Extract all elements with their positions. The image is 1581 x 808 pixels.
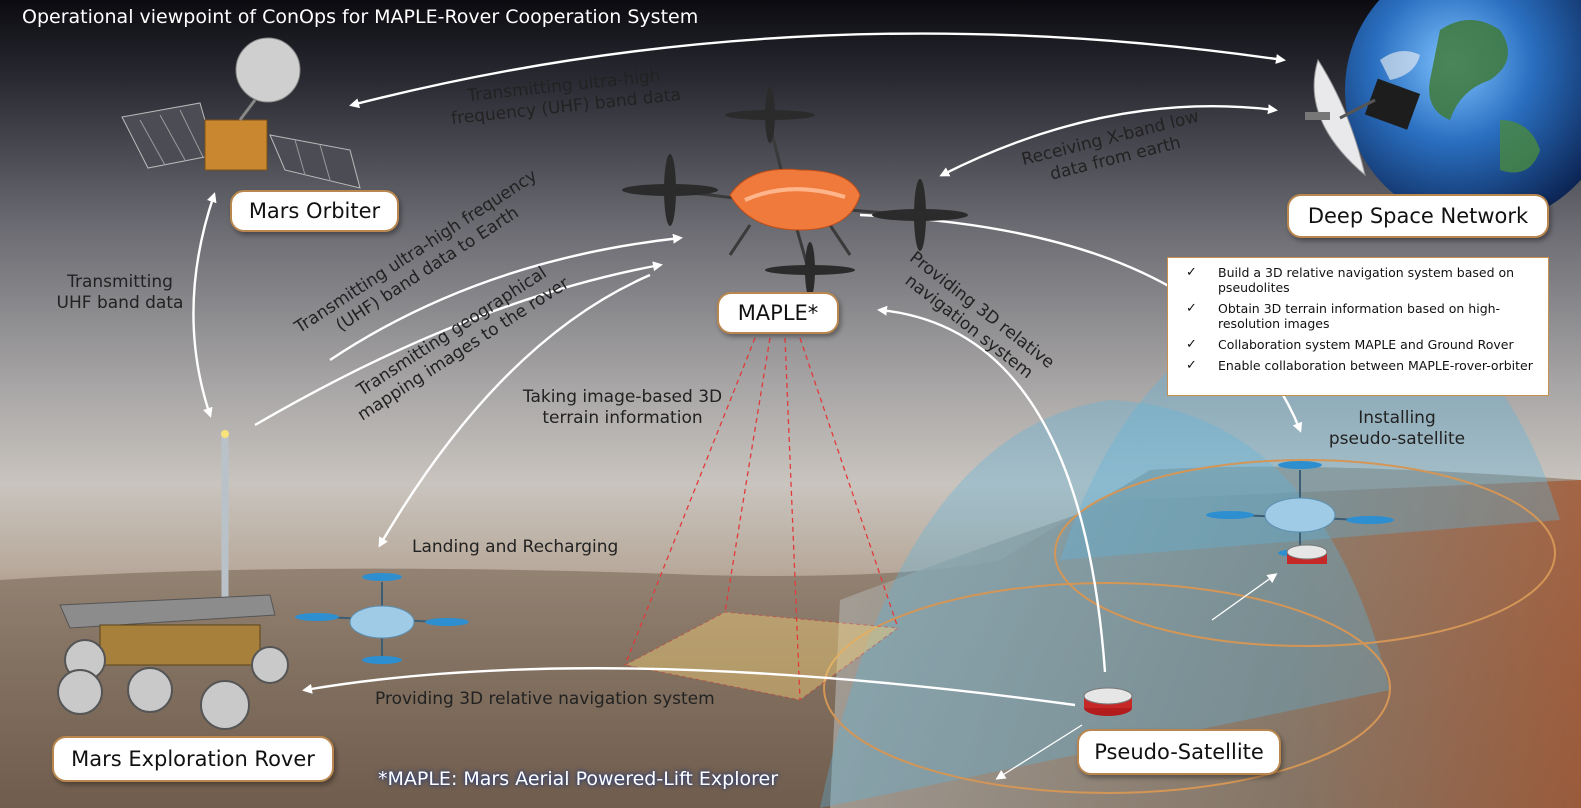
satellite-icon xyxy=(121,37,361,189)
label-taking-image: Taking image-based 3D terrain informatio… xyxy=(505,387,740,429)
checklist-item: ✓ Obtain 3D terrain information based on … xyxy=(1186,301,1538,331)
mars-orbiter-box: Mars Orbiter xyxy=(230,190,399,232)
label-line: pseudo-satellite xyxy=(1328,429,1466,449)
label-line: Installing xyxy=(1358,408,1436,428)
footnote: *MAPLE: Mars Aerial Powered-Lift Explore… xyxy=(378,768,779,790)
range-ellipse-left xyxy=(823,582,1391,794)
checklist-text: Build a 3D relative navigation system ba… xyxy=(1218,265,1515,295)
check-icon: ✓ xyxy=(1186,337,1197,352)
dish-antenna-icon xyxy=(1305,58,1421,177)
installing-drone-icon xyxy=(1206,461,1394,557)
label-line: Taking image-based 3D xyxy=(522,387,723,407)
coverage-dome-left xyxy=(820,400,1390,808)
checklist-text: Obtain 3D terrain information based on h… xyxy=(1218,301,1501,331)
checklist-item: ✓ Enable collaboration between MAPLE-rove… xyxy=(1186,358,1538,373)
label-line: UHF band data xyxy=(56,293,184,313)
check-icon: ✓ xyxy=(1186,358,1197,373)
checklist-text: Enable collaboration between MAPLE-rover… xyxy=(1218,358,1533,373)
objectives-checklist: ✓ Build a 3D relative navigation system b… xyxy=(1167,257,1549,396)
rover-icon xyxy=(57,430,289,730)
mars-rover-box: Mars Exploration Rover xyxy=(52,736,334,782)
camera-rays xyxy=(624,337,899,701)
pseudolite-icon xyxy=(1083,687,1133,716)
pseudolite-carried-icon xyxy=(1286,544,1328,564)
label-landing: Landing and Recharging xyxy=(412,537,619,557)
checklist-item: ✓ Collaboration system MAPLE and Ground R… xyxy=(1186,337,1538,352)
label-uhf-rover-orbiter: Transmitting UHF band data xyxy=(45,272,195,314)
maple-box: MAPLE* xyxy=(717,292,839,334)
diagram-title: Operational viewpoint of ConOps for MAPL… xyxy=(22,6,699,28)
check-icon: ✓ xyxy=(1186,301,1197,316)
label-line: terrain information xyxy=(542,408,703,428)
label-installing: Installing pseudo-satellite xyxy=(1307,408,1487,450)
drone-icon xyxy=(622,87,968,298)
landed-drone-icon xyxy=(295,573,469,664)
checklist-text: Collaboration system MAPLE and Ground Ro… xyxy=(1218,337,1514,352)
pseudo-satellite-box: Pseudo-Satellite xyxy=(1077,729,1281,775)
range-ellipse-right xyxy=(1054,459,1556,647)
checklist-item: ✓ Build a 3D relative navigation system b… xyxy=(1186,265,1538,295)
check-icon: ✓ xyxy=(1186,265,1197,280)
data-link-arrows xyxy=(192,32,1303,780)
label-line: Transmitting xyxy=(67,272,173,292)
deep-space-network-box: Deep Space Network xyxy=(1287,194,1549,238)
earth-icon xyxy=(1345,0,1581,225)
label-providing-rover: Providing 3D relative navigation system xyxy=(375,689,715,709)
